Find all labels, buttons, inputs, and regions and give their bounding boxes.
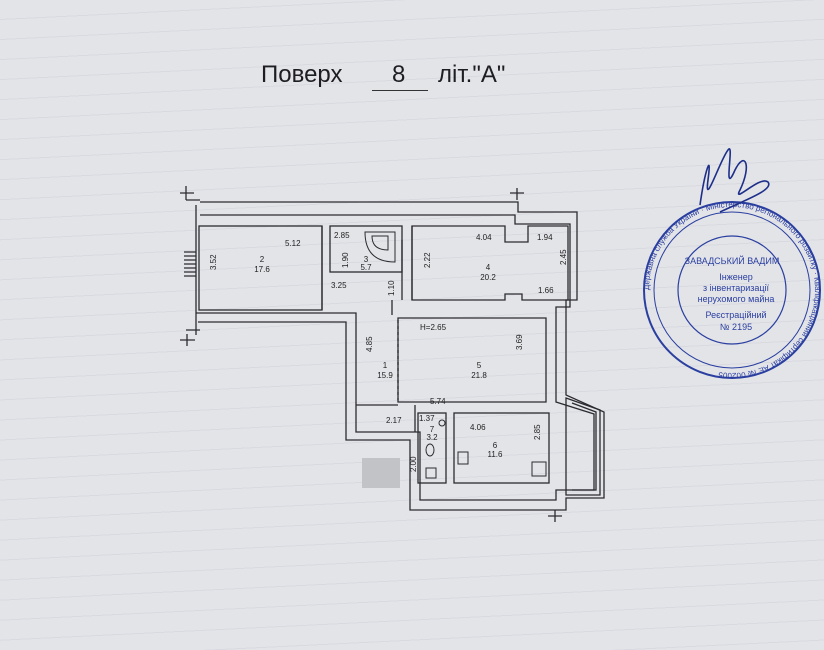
room-2-id: 2 <box>260 255 265 264</box>
stove-icon <box>531 461 547 477</box>
fixtures <box>364 231 547 479</box>
drain-icon <box>438 419 446 427</box>
room-3-dim-a: 2.85 <box>334 231 350 240</box>
room-labels: 2 17.6 5.12 3.52 3 5.7 2.85 1.90 4 20.2 … <box>209 231 568 472</box>
room-1-dim-b: 3.25 <box>331 281 347 290</box>
stamp-middle-ring <box>653 211 811 369</box>
room-7-area: 3.2 <box>426 433 438 442</box>
stamp-center-line-3: нерухомого майна <box>698 294 775 304</box>
room-7-dim-a: 1.37 <box>419 414 435 423</box>
room-1-dim-c: 1.10 <box>387 280 396 296</box>
room-4-dim-a: 4.04 <box>476 233 492 242</box>
room-2-dim-b: 3.52 <box>209 254 218 270</box>
room-6-dim-b: 2.85 <box>533 424 542 440</box>
floor-word: Поверх <box>261 61 343 88</box>
signature <box>699 148 770 213</box>
stamp-outer-ring <box>643 201 821 379</box>
plan-walls <box>180 186 605 522</box>
stamp-reg-label: Реєстраційний <box>705 310 766 320</box>
bathtub-icon <box>364 231 396 263</box>
room-3-dim-b: 1.90 <box>341 252 350 268</box>
outside-shaded-block <box>362 458 400 488</box>
engineer-stamp: Державна служба України · Міністерство р… <box>642 200 822 380</box>
stamp-center-line-2: з інвентаризації <box>703 283 770 293</box>
room-6-area: 11.6 <box>488 450 504 459</box>
room-4-area: 20.2 <box>480 273 496 282</box>
room-6-dim-a: 4.06 <box>470 423 486 432</box>
room-4-dim-d: 2.45 <box>559 249 568 265</box>
toilet-icon <box>425 443 435 457</box>
room-5-dim-a: 3.69 <box>515 334 524 350</box>
room-7-dim-b: 2.17 <box>386 416 402 425</box>
room-5-area: 21.8 <box>471 371 487 380</box>
floor-number-underline <box>372 90 428 91</box>
sink-icon <box>425 467 437 479</box>
room-7-dim-c: 2.00 <box>409 456 418 472</box>
stamp-reg-number: № 2195 <box>720 322 752 332</box>
room-4-dim-c: 2.22 <box>423 252 432 268</box>
ceiling-height: H=2.65 <box>420 323 447 332</box>
stamp-name: ЗАВАДСЬКИЙ ВАДИМ <box>685 255 780 266</box>
floor-heading: Поверх 8 літ."А" <box>0 55 824 95</box>
letter-label: літ."А" <box>438 61 506 88</box>
stamp-inner-ring <box>677 235 787 345</box>
floor-number: 8 <box>392 61 406 88</box>
room-2-dim-a: 5.12 <box>285 239 301 248</box>
stamp-center-line-1: Інженер <box>719 272 752 282</box>
room-7-id: 7 <box>430 425 435 434</box>
room-1-dim-a: 4.85 <box>365 336 374 352</box>
room-5-dim-b: 5.74 <box>430 397 446 406</box>
room-3-id: 3 <box>364 255 369 264</box>
room-3-area: 5.7 <box>360 263 372 272</box>
room-6-id: 6 <box>493 441 498 450</box>
room-2-area: 17.6 <box>254 265 270 274</box>
room-5-id: 5 <box>477 361 482 370</box>
room-4-id: 4 <box>486 263 491 272</box>
bathtub-inner-icon <box>371 235 389 251</box>
room-1-id: 1 <box>383 361 388 370</box>
room-1-area: 15.9 <box>377 371 393 380</box>
room-4-dim-b: 1.94 <box>537 233 553 242</box>
kitchen-sink-icon <box>457 451 469 465</box>
room-4-dim-e: 1.66 <box>538 286 554 295</box>
